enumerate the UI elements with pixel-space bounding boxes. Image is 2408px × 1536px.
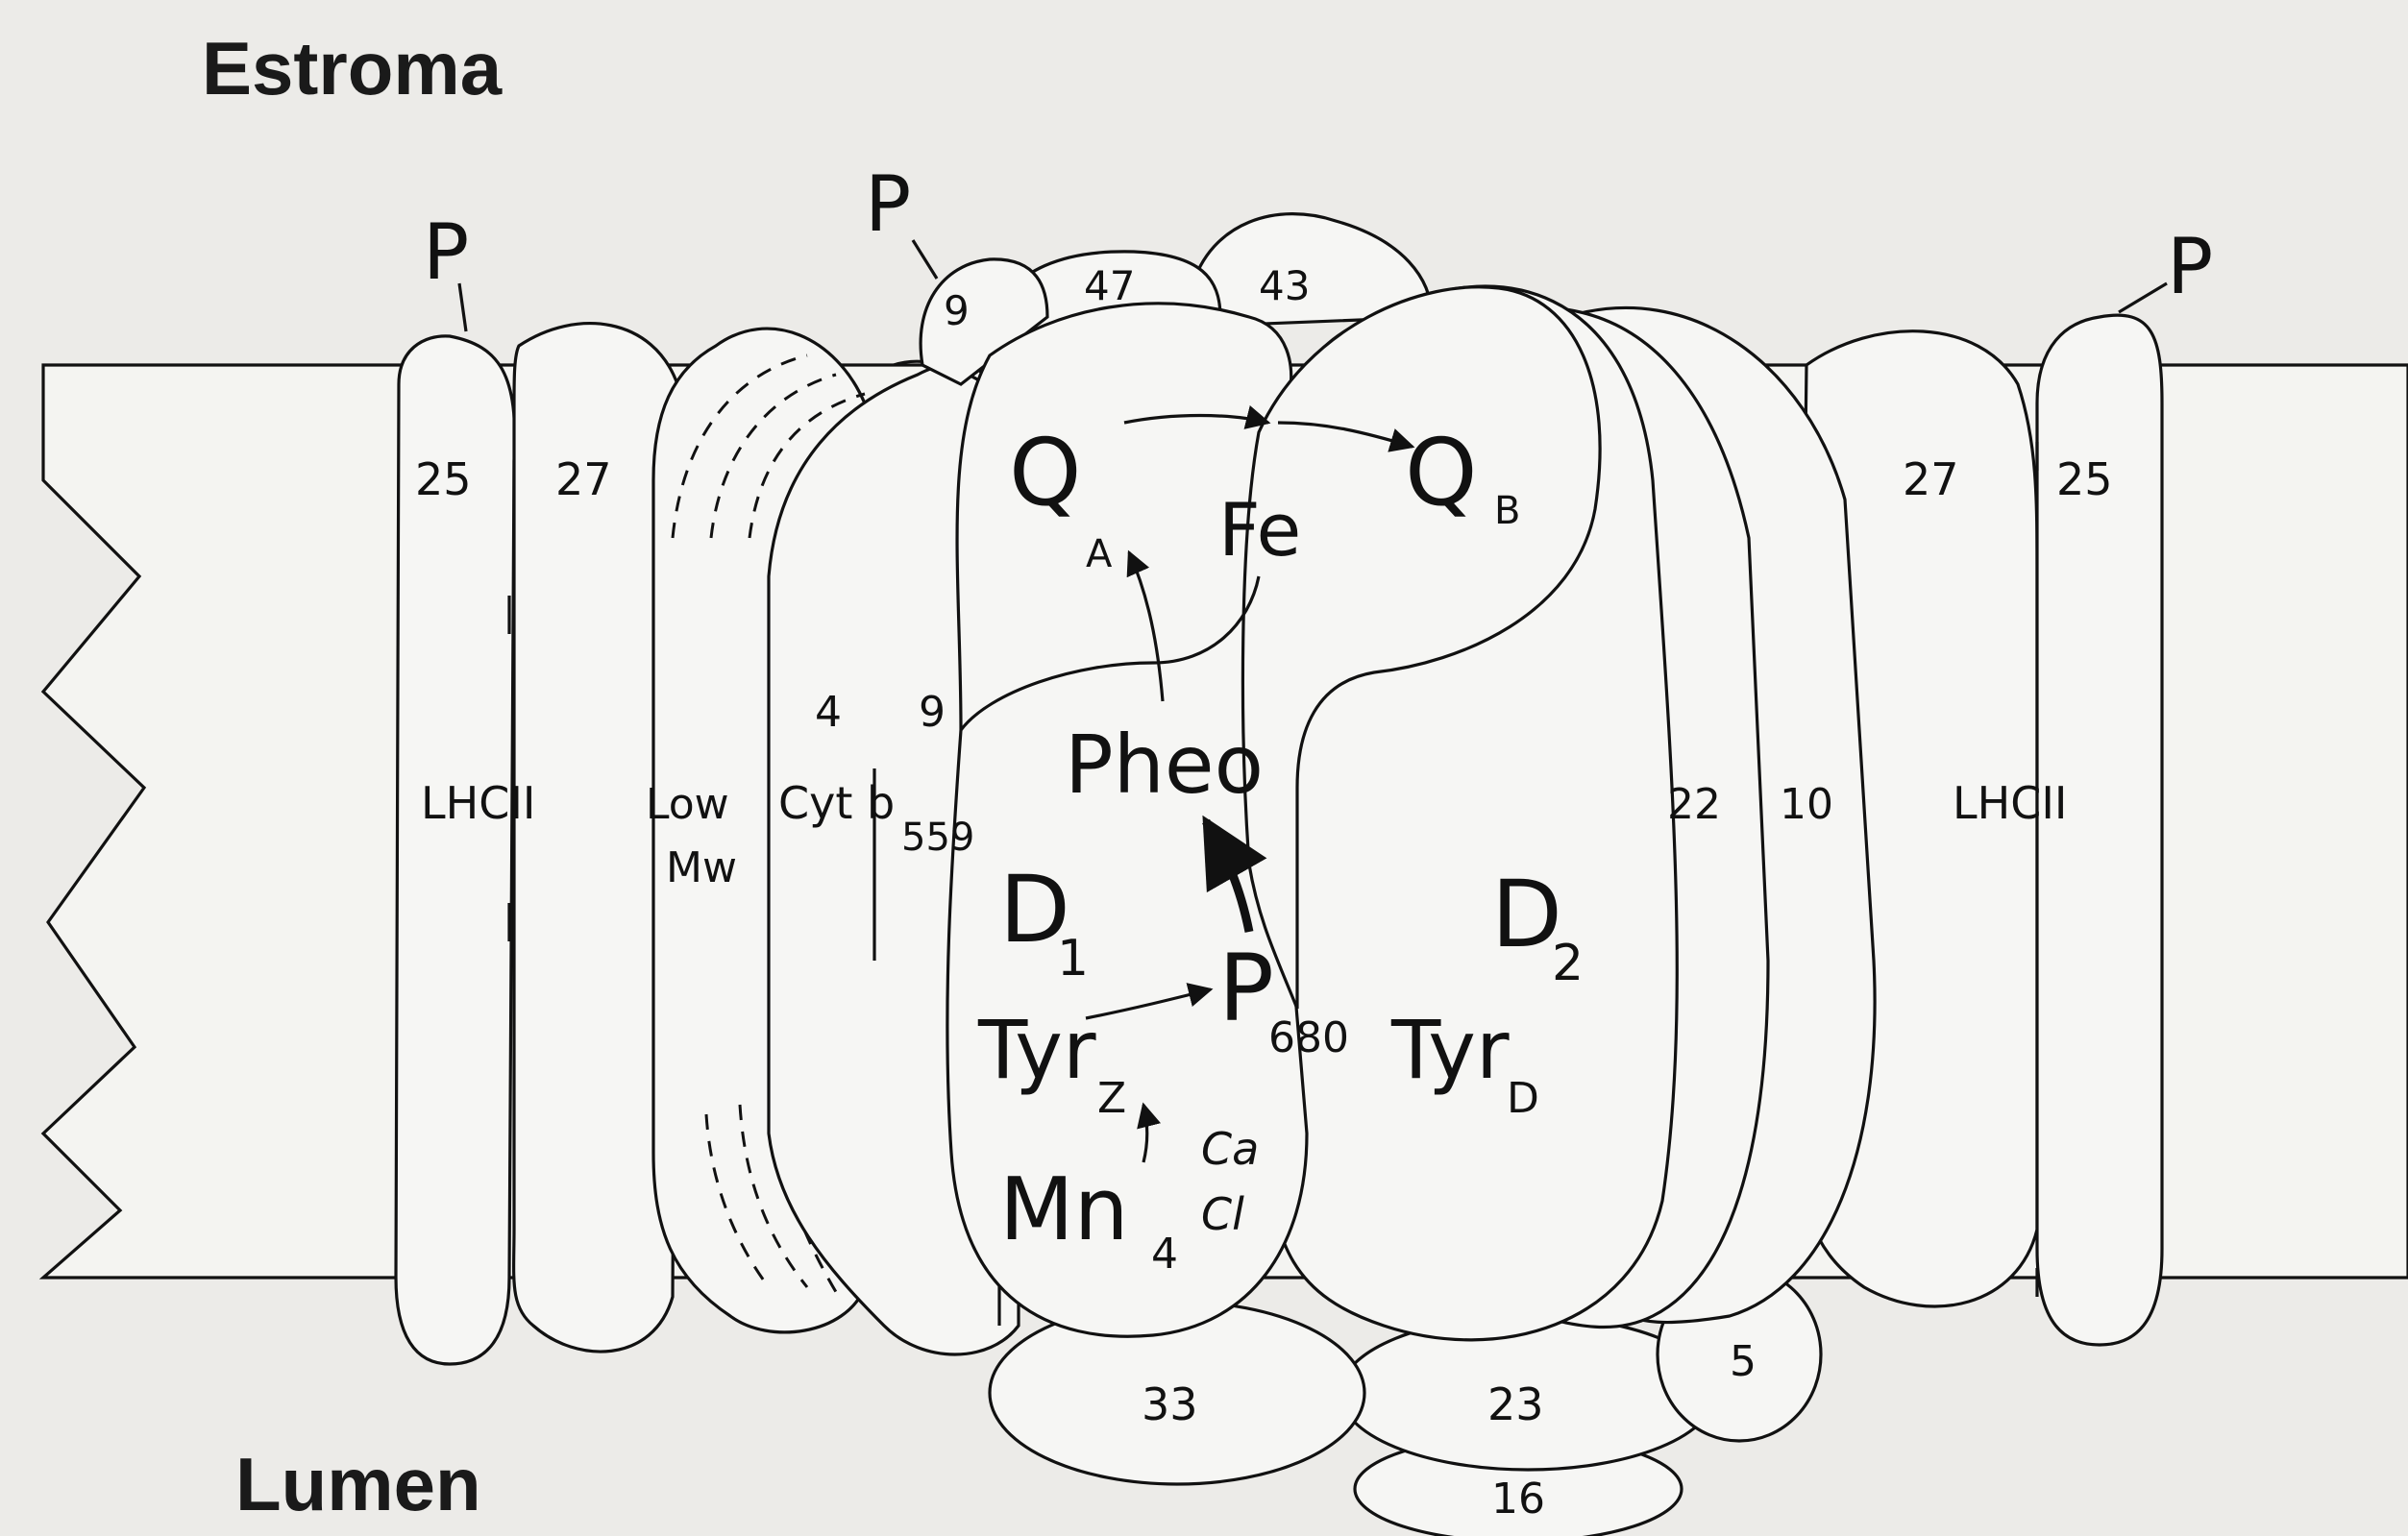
label-27-right: 27 <box>1903 453 1959 505</box>
label-qb-sub: B <box>1494 489 1520 533</box>
label-25-left: 25 <box>415 453 472 505</box>
phosphate-middle: P <box>865 159 911 249</box>
label-p680-sub: 680 <box>1268 1013 1349 1062</box>
label-tyrz-sub: Z <box>1097 1074 1126 1123</box>
label-559: 559 <box>901 816 974 860</box>
label-33: 33 <box>1142 1378 1198 1430</box>
label-43: 43 <box>1259 262 1310 309</box>
label-4: 4 <box>815 688 842 737</box>
label-mw: Mw <box>666 843 737 892</box>
stroma-label: Estroma <box>202 26 503 110</box>
label-9-top: 9 <box>944 287 970 334</box>
label-mn-sub: 4 <box>1151 1230 1178 1279</box>
label-cl: Cl <box>1201 1188 1244 1240</box>
label-23: 23 <box>1487 1378 1544 1430</box>
label-25-right: 25 <box>2056 453 2113 505</box>
label-tyrd: Tyr <box>1390 1003 1510 1097</box>
label-10: 10 <box>1780 780 1833 829</box>
label-pheo: Pheo <box>1065 718 1264 812</box>
label-16: 16 <box>1491 1475 1545 1524</box>
label-d1-sub: 1 <box>1057 930 1089 987</box>
label-47: 47 <box>1084 262 1135 309</box>
label-lhcii-left: LHCII <box>421 777 535 829</box>
label-cyt-b: Cyt b <box>778 777 895 829</box>
label-5: 5 <box>1730 1337 1757 1386</box>
lumen-label: Lumen <box>235 1442 481 1526</box>
label-22: 22 <box>1667 780 1721 829</box>
label-qa: Q <box>1009 419 1082 526</box>
phosphate-right: P <box>2167 222 2213 311</box>
phosphate-left: P <box>423 207 469 297</box>
label-d2-sub: 2 <box>1552 935 1584 992</box>
label-tyrz: Tyr <box>977 1003 1096 1097</box>
label-27-left: 27 <box>555 453 612 505</box>
label-tyrd-sub: D <box>1507 1074 1539 1123</box>
label-qb: Q <box>1405 419 1478 526</box>
label-fe: Fe <box>1218 487 1301 573</box>
label-lhcii-right: LHCII <box>1953 777 2067 829</box>
label-ca: Ca <box>1201 1123 1259 1175</box>
label-9-inner: 9 <box>919 688 946 737</box>
label-low: Low <box>646 780 729 829</box>
label-qa-sub: A <box>1086 532 1113 576</box>
label-p680: P <box>1218 935 1274 1042</box>
label-mn: Mn <box>999 1159 1129 1260</box>
